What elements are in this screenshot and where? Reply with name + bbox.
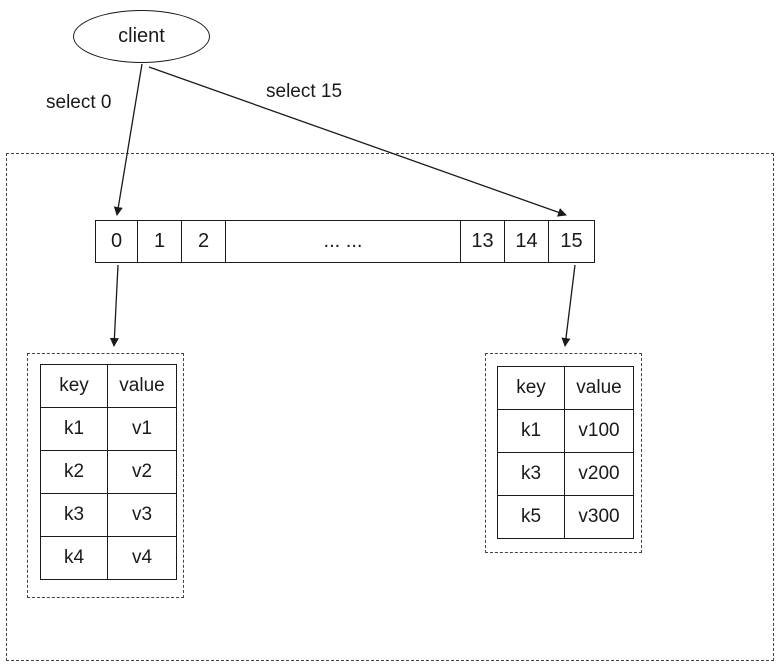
table-row: k3 v3 — [40, 493, 177, 537]
key-header: key — [497, 366, 565, 410]
slot-cell-14: 14 — [505, 220, 549, 263]
slot-0-node-box: key value k1 v1 k2 v2 k3 v3 k4 v4 — [27, 353, 184, 598]
slot-cell-2: 2 — [182, 220, 226, 263]
key-cell: k1 — [40, 407, 108, 451]
key-cell: k5 — [497, 495, 565, 539]
slot-cell-1: 1 — [138, 220, 182, 263]
key-cell: k1 — [497, 409, 565, 453]
slot-0-table: key value k1 v1 k2 v2 k3 v3 k4 v4 — [40, 364, 177, 580]
slot-cell-0: 0 — [95, 220, 138, 263]
table-row: k1 v1 — [40, 407, 177, 451]
table-row: k3 v200 — [497, 452, 634, 496]
key-cell: k3 — [40, 493, 108, 537]
value-cell: v2 — [107, 450, 177, 494]
value-cell: v1 — [107, 407, 177, 451]
value-cell: v200 — [564, 452, 634, 496]
slot-cell-15: 15 — [549, 220, 595, 263]
value-cell: v100 — [564, 409, 634, 453]
table-row: k5 v300 — [497, 495, 634, 539]
select-15-label: select 15 — [266, 81, 343, 102]
table-row: k4 v4 — [40, 536, 177, 580]
value-cell: v3 — [107, 493, 177, 537]
value-cell: v300 — [564, 495, 634, 539]
table-row: k2 v2 — [40, 450, 177, 494]
value-header: value — [107, 364, 177, 408]
client-label: client — [118, 25, 165, 47]
value-cell: v4 — [107, 536, 177, 580]
table-header-row: key value — [40, 364, 177, 408]
value-header: value — [564, 366, 634, 410]
slot-cell-gap: ... ... — [226, 220, 461, 263]
table-header-row: key value — [497, 366, 634, 410]
key-cell: k2 — [40, 450, 108, 494]
table-row: k1 v100 — [497, 409, 634, 453]
key-cell: k4 — [40, 536, 108, 580]
slot-cell-13: 13 — [461, 220, 505, 263]
slot-15-table: key value k1 v100 k3 v200 k5 v300 — [497, 366, 634, 539]
select-0-label: select 0 — [46, 92, 112, 113]
slot-15-node-box: key value k1 v100 k3 v200 k5 v300 — [485, 353, 642, 553]
key-cell: k3 — [497, 452, 565, 496]
hash-slot-array: 0 1 2 ... ... 13 14 15 — [95, 220, 595, 263]
key-header: key — [40, 364, 108, 408]
client-node: client — [73, 10, 210, 63]
